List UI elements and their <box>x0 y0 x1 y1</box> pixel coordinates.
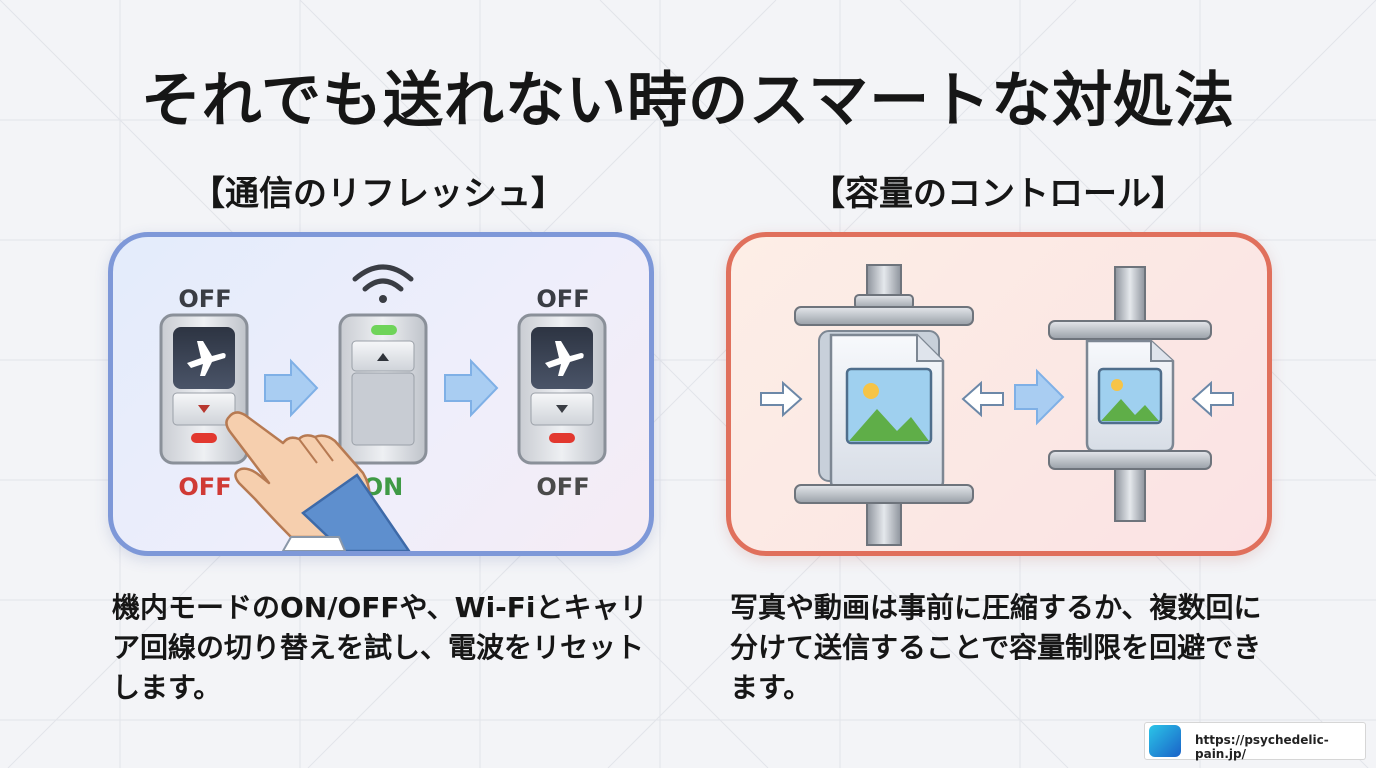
capacity-description: 写真や動画は事前に圧縮するか、複数回に分けて送信することで容量制限を回避できます… <box>730 591 1262 704</box>
press-arrow-icon <box>961 380 1004 418</box>
small-file-press <box>1048 266 1212 522</box>
green-indicator-light <box>371 325 397 335</box>
airplane-icon <box>545 341 584 376</box>
site-url[interactable]: https://psychedelic-pain.jp/ <box>1195 733 1329 761</box>
compression-illustration <box>760 264 1234 546</box>
section-heading-capacity: 【容量のコントロール】 <box>811 174 1185 214</box>
page-title: それでも送れない時のスマートな対処法 <box>140 66 1236 136</box>
site-badge[interactable]: https://psychedelic-pain.jp/ <box>1144 722 1366 761</box>
large-file-press <box>794 264 974 546</box>
wifi-icon <box>352 264 414 303</box>
airplane-switch-3: OFF OFF <box>517 285 607 501</box>
airplane-icon <box>187 341 226 376</box>
press-arrow-icon <box>1191 380 1234 418</box>
right-arrow-icon <box>444 358 499 418</box>
right-arrow-icon <box>264 358 319 418</box>
red-indicator-light <box>549 433 575 443</box>
right-arrow-icon <box>1014 368 1065 426</box>
pointing-hand-icon <box>225 411 411 551</box>
refresh-illustration-panel: OFF OFF ON <box>108 232 654 556</box>
switch-1-bottom-label: OFF <box>178 473 231 501</box>
switch-1-top-label: OFF <box>178 285 231 313</box>
section-heading-refresh: 【通信のリフレッシュ】 <box>191 174 565 214</box>
red-indicator-light <box>191 433 217 443</box>
capacity-illustration-panel <box>726 232 1272 556</box>
airplane-switch-1: OFF OFF <box>159 285 249 501</box>
switch-3-bottom-label: OFF <box>536 473 589 501</box>
refresh-illustration: OFF OFF ON <box>159 264 607 551</box>
refresh-description: 機内モードのON/OFFや、Wi-Fiとキャリア回線の切り替えを試し、電波をリセ… <box>112 591 648 704</box>
site-logo-icon <box>1149 725 1181 757</box>
switch-3-top-label: OFF <box>536 285 589 313</box>
press-arrow-icon <box>760 380 803 418</box>
